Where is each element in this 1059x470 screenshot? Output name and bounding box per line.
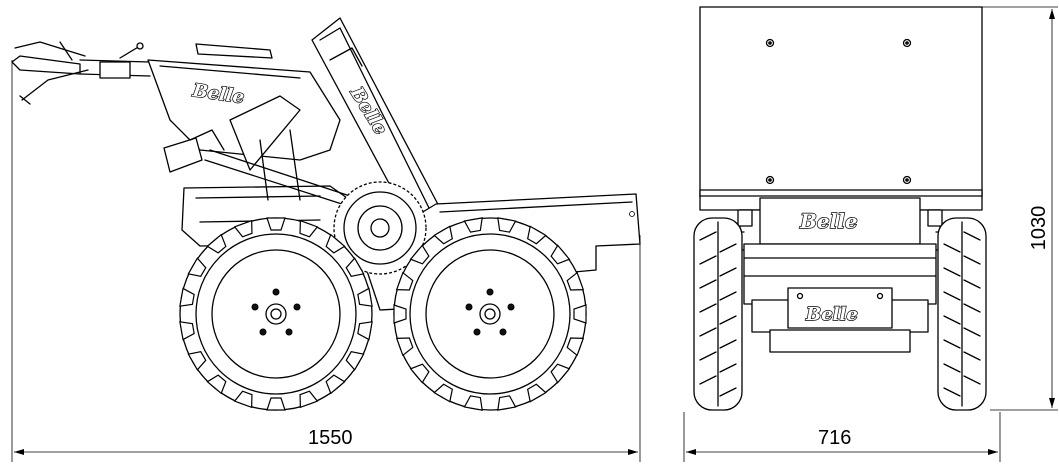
hopper-body: Belle bbox=[147, 59, 341, 161]
front-logo-lower: Belle bbox=[805, 304, 858, 325]
front-logo-upper: Belle bbox=[799, 209, 858, 233]
front-height-label: 1030 bbox=[1028, 206, 1050, 251]
side-view: 1550 Belle Belle bbox=[11, 17, 641, 462]
front-skip-panel bbox=[699, 6, 983, 211]
front-width-label: 716 bbox=[818, 427, 851, 449]
front-tyre-right bbox=[937, 217, 987, 411]
top-bar bbox=[195, 43, 273, 59]
side-length-label: 1550 bbox=[308, 427, 353, 449]
side-wheel-front bbox=[393, 217, 587, 411]
front-view: 716 1030 Belle Belle bbox=[683, 6, 1058, 462]
front-body: Belle Belle bbox=[719, 197, 963, 353]
side-wheel-rear bbox=[179, 217, 373, 411]
front-tyre-left bbox=[693, 217, 743, 411]
drive-sprocket bbox=[333, 181, 427, 275]
